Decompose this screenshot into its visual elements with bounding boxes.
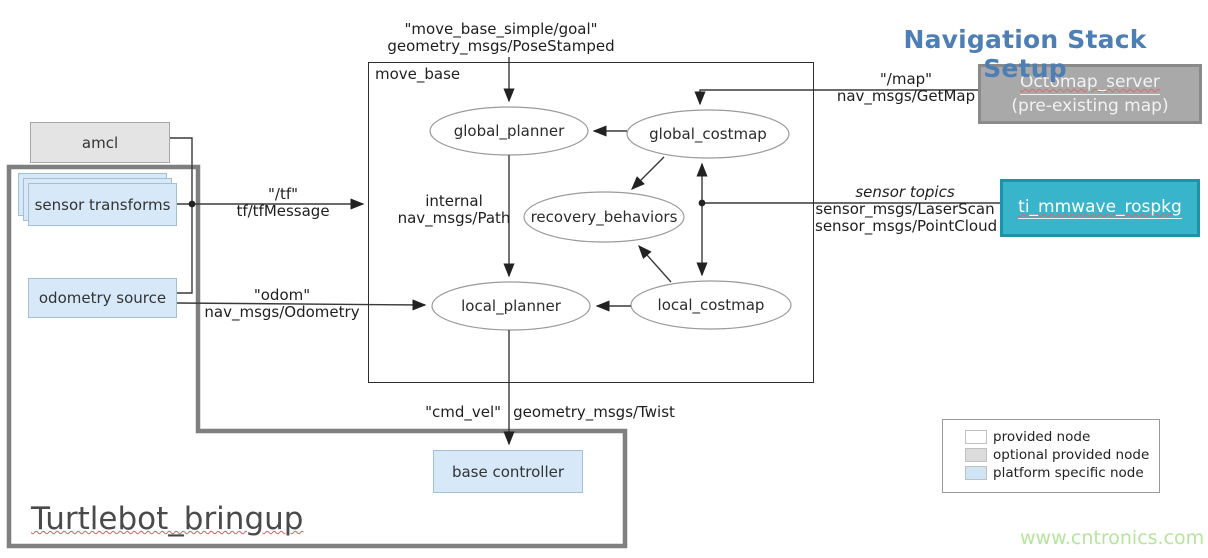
edge-map (694, 89, 978, 106)
tf-topic-type: tf/tfMessage (236, 202, 330, 220)
node-odometry-source: odometry source (28, 278, 177, 318)
node-global-planner-label: global_planner (453, 122, 565, 140)
recovery-behaviors-ellipse (523, 191, 685, 243)
node-recovery-behaviors-label: recovery_behaviors (530, 208, 678, 226)
node-ti-mmwave-rospkg-label: ti_mmwave_rospkg (1018, 197, 1182, 219)
node-global-costmap-label: global_costmap (649, 125, 767, 143)
sensor-topics-type-2: sensor_msgs/PointCloud (815, 217, 998, 235)
node-base-controller: base controller (433, 450, 583, 493)
node-octomap-server-label: Octomap_server (1020, 71, 1160, 95)
goal-topic-type: geometry_msgs/PoseStamped (387, 37, 615, 55)
node-sensor-transforms-label: sensor transforms (34, 195, 171, 214)
watermark-text: www.cntronics.com (1020, 527, 1205, 549)
legend-item-platform-specific-node: platform specific node (965, 464, 1159, 482)
goal-topic-name: "move_base_simple/goal" (404, 20, 598, 38)
goal-topic-label: "move_base_simple/goal" geometry_msgs/Po… (371, 21, 631, 55)
page-title: Navigation Stack Setup (903, 25, 1147, 83)
internal-path-line2: nav_msgs/Path (397, 209, 511, 227)
node-local-costmap-label: local_costmap (657, 296, 765, 314)
tf-topic-name: "/tf" (267, 185, 298, 203)
cmdvel-topic-label: "cmd_vel" geometry_msgs/Twist (415, 404, 685, 421)
move-base-container: move_base (368, 62, 814, 383)
edge-odom (176, 299, 427, 311)
node-sensor-transforms: sensor transforms (28, 183, 177, 226)
turtlebot-bringup-label: Turtlebot_bringup (31, 501, 304, 537)
move-base-container-label: move_base (375, 65, 461, 83)
node-ti-mmwave-rospkg: ti_mmwave_rospkg (1000, 179, 1200, 237)
tf-junction-dot (188, 200, 196, 208)
map-topic-name: "/map" (879, 70, 933, 88)
sensor-topics-type-1: sensor_msgs/LaserScan (815, 200, 995, 218)
legend-swatch-platform (965, 466, 987, 480)
cmdvel-topic-name: "cmd_vel" (425, 403, 502, 421)
map-topic-label: "/map" nav_msgs/GetMap (826, 71, 986, 105)
edge-lcostmap-recovery (638, 244, 672, 283)
legend: provided node optional provided node pla… (942, 419, 1160, 493)
map-topic-type: nav_msgs/GetMap (836, 87, 976, 105)
local-costmap-ellipse (630, 280, 792, 330)
edge-amcl-tf-bus (170, 137, 193, 294)
node-amcl-label: amcl (81, 133, 119, 152)
local-planner-ellipse (431, 281, 591, 331)
sensor-topics-label: sensor topics sensor_msgs/LaserScan sens… (815, 183, 998, 235)
internal-path-label: internal nav_msgs/Path (384, 193, 524, 227)
cmdvel-topic-type: geometry_msgs/Twist (513, 403, 675, 421)
node-amcl: amcl (30, 122, 170, 163)
edge-gcostmap-recovery (631, 156, 665, 190)
node-octomap-server: Octomap_server (pre-existing map) (978, 64, 1202, 124)
legend-swatch-provided (965, 430, 987, 444)
node-base-controller-label: base controller (451, 462, 565, 481)
global-costmap-ellipse (626, 109, 790, 159)
sensor-topics-title: sensor topics (855, 183, 955, 201)
odom-topic-name: "odom" (253, 286, 311, 304)
legend-item-optional-provided-node: optional provided node (965, 446, 1159, 464)
legend-label-optional: optional provided node (993, 447, 1150, 463)
legend-swatch-optional (965, 448, 987, 462)
legend-label-provided: provided node (993, 429, 1091, 445)
tf-topic-label: "/tf" tf/tfMessage (213, 186, 353, 220)
sensor-junction-dot (698, 199, 706, 207)
internal-path-line1: internal (425, 192, 483, 210)
turtlebot-bringup-border (6, 164, 628, 549)
node-odometry-source-label: odometry source (38, 289, 167, 307)
legend-item-provided-node: provided node (965, 428, 1159, 446)
legend-label-platform: platform specific node (993, 465, 1144, 481)
node-octomap-server-sublabel: (pre-existing map) (1011, 96, 1169, 116)
odom-topic-type: nav_msgs/Odometry (204, 303, 360, 321)
odom-topic-label: "odom" nav_msgs/Odometry (202, 287, 362, 321)
node-local-planner-label: local_planner (461, 297, 561, 315)
